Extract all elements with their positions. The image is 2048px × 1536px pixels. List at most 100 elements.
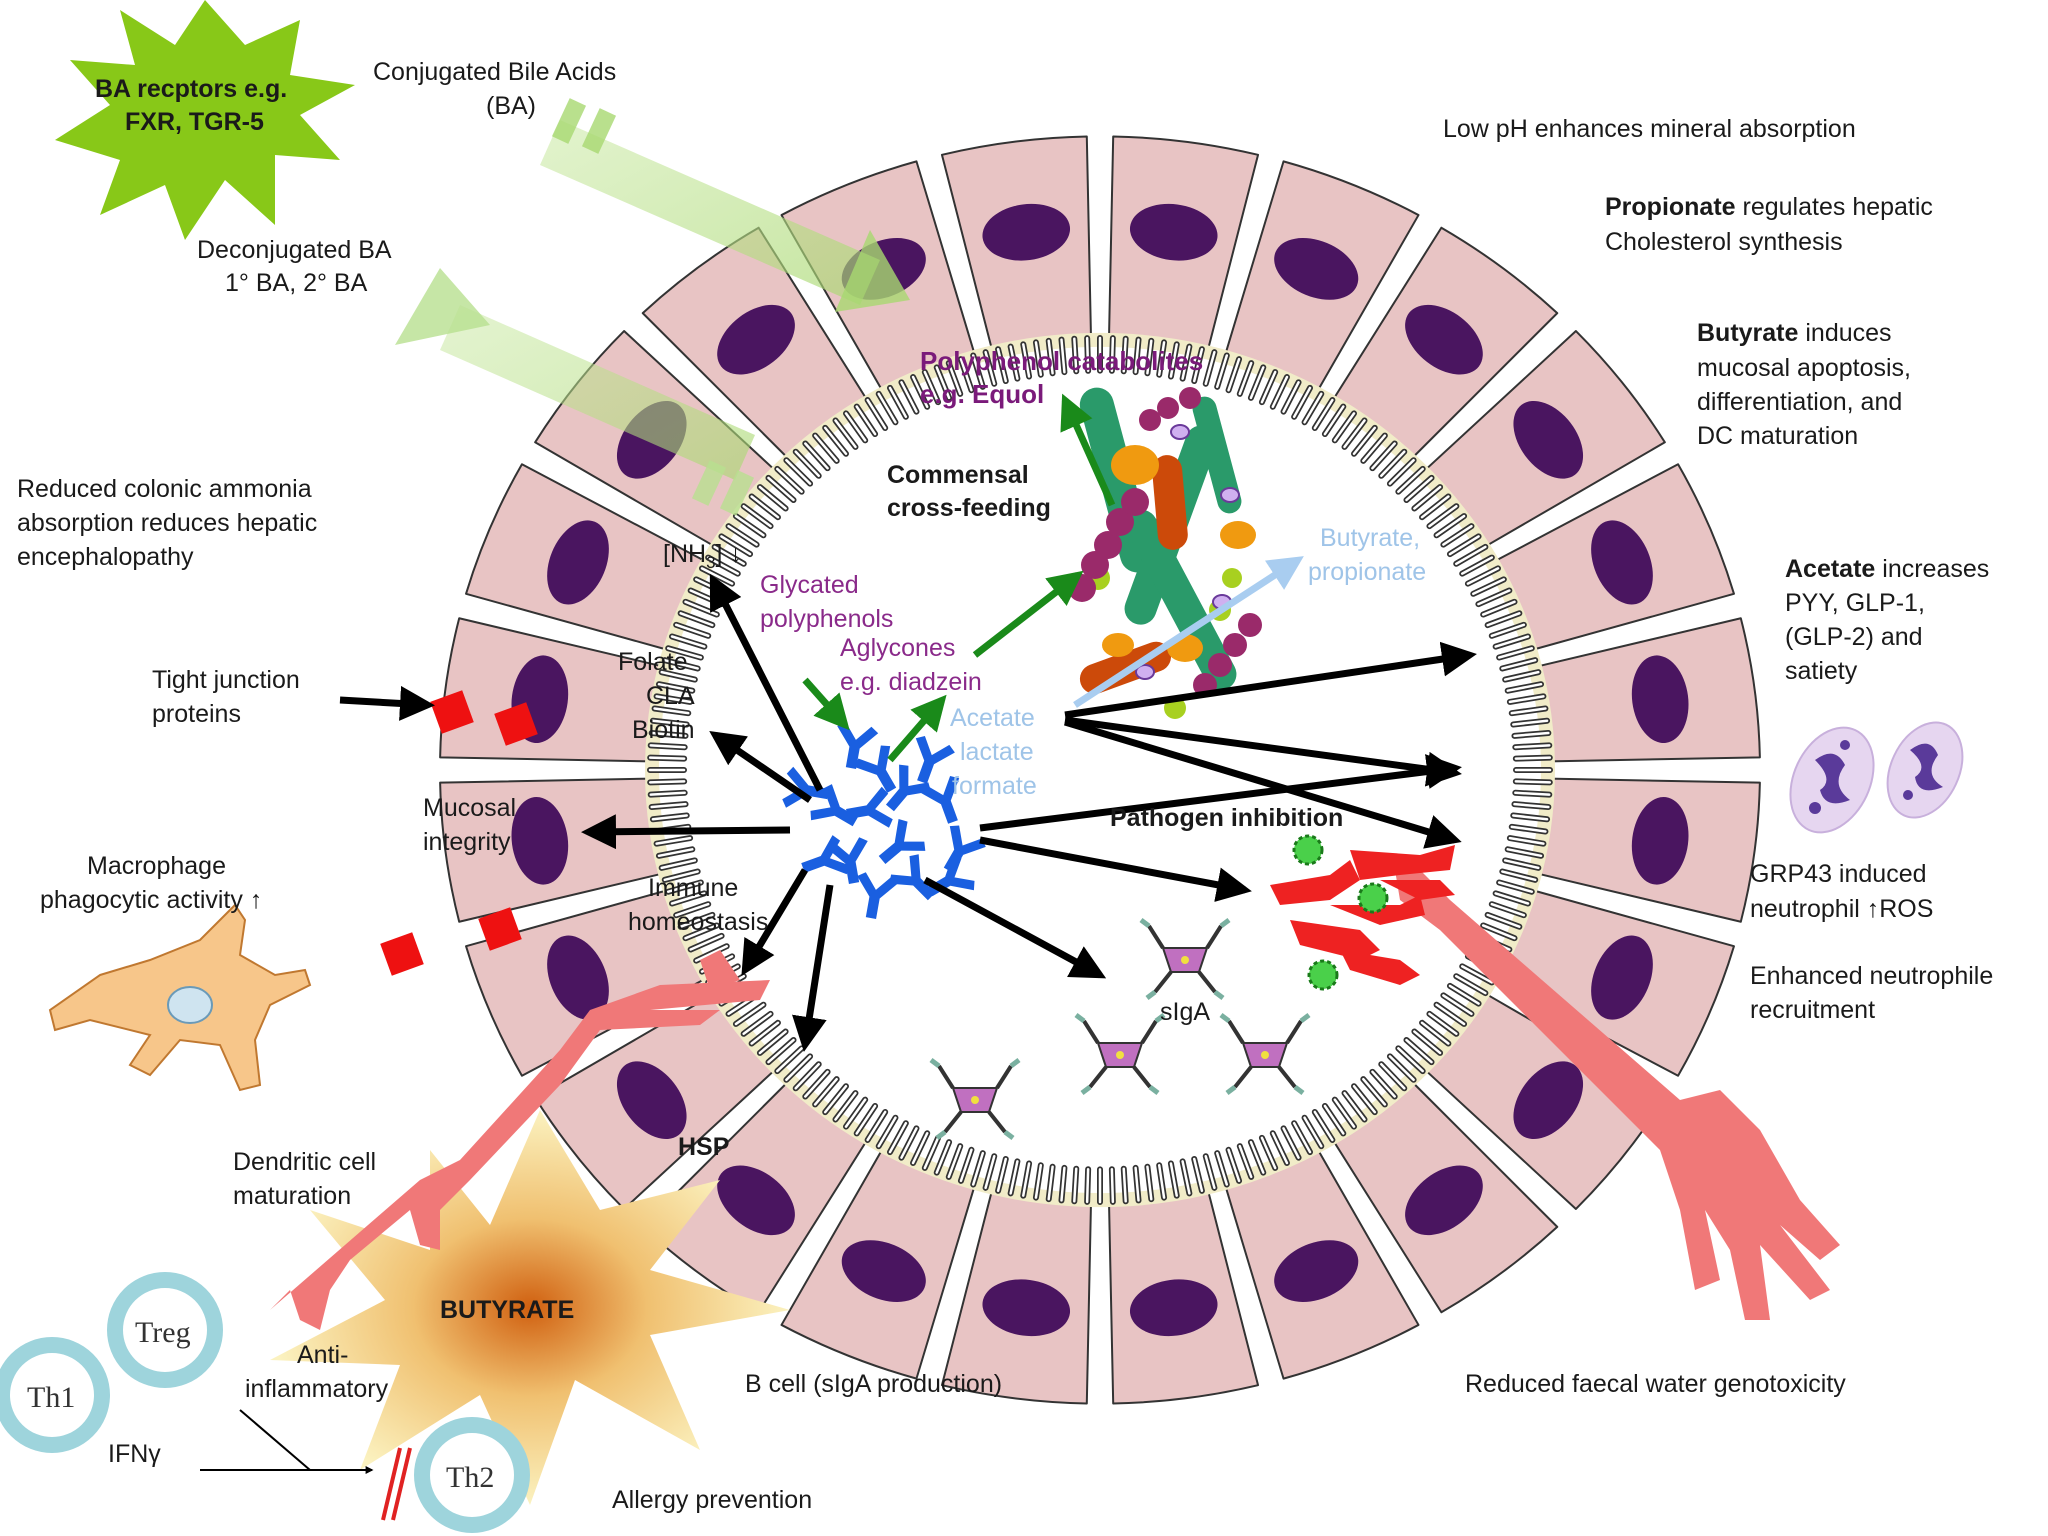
cell-nucleus xyxy=(717,1165,795,1236)
immune-homeostasis-label: Immune xyxy=(648,874,738,902)
cell-nucleus xyxy=(982,1279,1071,1337)
t-cells xyxy=(0,1272,530,1533)
cell-nucleus xyxy=(1274,238,1359,300)
conjugated-ba-label-2: (BA) xyxy=(486,92,536,120)
deconjugated-ba-label: Deconjugated BA xyxy=(197,236,392,264)
siga-label: sIgA xyxy=(1160,998,1210,1026)
treg-cell xyxy=(107,1272,223,1388)
cell-nucleus xyxy=(547,520,609,605)
siga-molecule xyxy=(1219,1013,1311,1095)
deconjugated-ba-label-2: 1° BA, 2° BA xyxy=(225,269,368,297)
aglycones-label: Aglycones xyxy=(840,634,955,662)
acetate-effects-label-2: PYY, GLP-1, xyxy=(1785,589,1925,617)
effect-arrows xyxy=(339,573,1477,1052)
butyrate-effects-label-4: DC maturation xyxy=(1697,422,1858,450)
probiotic-bacterium xyxy=(810,784,858,827)
th2-label: Th2 xyxy=(446,1461,494,1494)
probiotic-bacterium xyxy=(885,764,931,812)
low-ph-label: Low pH enhances mineral absorption xyxy=(1443,115,1856,143)
nh3-label: [NH3] ↓ xyxy=(663,540,742,572)
glycated-label-2: polyphenols xyxy=(760,605,893,633)
ba-receptors-label: BA recptors e.g. xyxy=(95,75,287,103)
butyrate-effects-label-2: mucosal apoptosis, xyxy=(1697,354,1911,382)
butyrate-propionate-label-2: propionate xyxy=(1308,558,1426,586)
cell-nucleus xyxy=(1631,655,1689,743)
anti-inflammatory-label: Anti- xyxy=(297,1341,348,1369)
cell-nucleus xyxy=(841,1240,926,1302)
hsp-label: HSP xyxy=(678,1133,729,1161)
siga-molecule xyxy=(1074,1013,1166,1095)
probiotic-bacterium xyxy=(857,872,899,919)
cell-nucleus xyxy=(547,935,609,1020)
glycated-label: Glycated xyxy=(760,571,859,599)
probiotic-bacteria xyxy=(782,722,986,919)
cell-nucleus xyxy=(982,203,1071,261)
neutrophil-cells xyxy=(1789,721,1964,834)
ammonia-label-3: encephalopathy xyxy=(17,543,194,571)
cell-nucleus xyxy=(616,1061,687,1140)
ba-receptors-label-2: FXR, TGR-5 xyxy=(125,108,264,136)
acetate-effects-label: Acetate increases xyxy=(1785,555,1989,583)
acetate-effects-label-4: satiety xyxy=(1785,657,1858,685)
butyrate-effects-label: Butyrate induces xyxy=(1697,319,1892,347)
polyphenol-label: Polyphenol catabolites xyxy=(920,346,1203,376)
th1-cell xyxy=(0,1337,110,1453)
bcell-label: B cell (sIgA production) xyxy=(745,1370,1002,1398)
formate-label: formate xyxy=(952,772,1037,800)
cell-nucleus xyxy=(1513,400,1584,479)
dendritic-label: Dendritic cell xyxy=(233,1148,376,1176)
bile-acid-arrows xyxy=(395,98,910,516)
propionate-label-2: Cholesterol synthesis xyxy=(1605,228,1843,256)
cell-nucleus xyxy=(511,797,569,885)
ammonia-label: Reduced colonic ammonia xyxy=(17,475,312,503)
probiotic-bacterium xyxy=(837,722,879,769)
cell-nucleus xyxy=(1405,304,1483,375)
cell-nucleus xyxy=(1129,1279,1218,1337)
cell-nucleus xyxy=(1129,203,1218,261)
tight-junction-label: Tight junction xyxy=(152,666,300,694)
ifn-label: IFNγ xyxy=(108,1440,161,1468)
cell-nucleus xyxy=(1631,797,1689,885)
siga-molecule xyxy=(929,1058,1021,1140)
ammonia-label-2: absorption reduces hepatic xyxy=(17,509,317,537)
microvilli xyxy=(647,335,1553,1205)
pathogens xyxy=(1270,834,1455,991)
dendritic-cell-left xyxy=(270,950,770,1330)
grp43-label-2: neutrophil ↑ROS xyxy=(1750,895,1933,923)
cell-nucleus xyxy=(717,304,795,375)
anti-inflammatory-label-2: inflammatory xyxy=(245,1375,389,1403)
probiotic-bacterium xyxy=(846,786,893,828)
grp43-label: GRP43 induced xyxy=(1750,860,1927,888)
ifn-inhibition xyxy=(200,1409,412,1521)
macrophage-label: Macrophage xyxy=(87,852,226,880)
probiotic-bacterium xyxy=(920,776,960,824)
ba-receptor-starburst xyxy=(55,0,355,240)
th1-label: Th1 xyxy=(27,1381,75,1414)
pathogen-inhibition-label: Pathogen inhibition xyxy=(1110,804,1343,832)
butyrate-effects-label-3: differentiation, and xyxy=(1697,388,1902,416)
mucosal-integrity-label: Mucosal xyxy=(423,794,516,822)
butyrate-big-label: BUTYRATE xyxy=(440,1296,574,1324)
siga-molecule xyxy=(1139,918,1231,1000)
butyrate-burst xyxy=(270,1110,790,1505)
macrophage-label-2: phagocytic activity ↑ xyxy=(40,886,262,914)
cell-nucleus xyxy=(1591,935,1653,1020)
polyphenol-label-2: e.g. Equol xyxy=(920,379,1044,409)
immune-homeostasis-label-2: homeostasis xyxy=(628,908,768,936)
acetate-lumen-label: Acetate xyxy=(950,704,1035,732)
probiotic-bacterium xyxy=(854,745,897,793)
cell-nucleus xyxy=(1591,520,1653,605)
conjugated-ba-label: Conjugated Bile Acids xyxy=(373,58,616,86)
commensal-label-2: cross-feeding xyxy=(887,494,1051,522)
mucosal-integrity-label-2: integrity xyxy=(423,828,511,856)
cell-nucleus xyxy=(1274,1240,1359,1302)
aglycones-label-2: e.g. diadzein xyxy=(840,668,982,696)
cell-nucleus xyxy=(1405,1165,1483,1236)
dendritic-cell-right xyxy=(1395,870,1840,1320)
light-blue-arrow xyxy=(1073,556,1304,708)
probiotic-bacterium xyxy=(801,835,849,875)
dendritic-label-2: maturation xyxy=(233,1182,351,1210)
acetate-effects-label-3: (GLP-2) and xyxy=(1785,623,1923,651)
cell-nucleus xyxy=(1513,1061,1584,1140)
tight-junction-label-2: proteins xyxy=(152,700,241,728)
